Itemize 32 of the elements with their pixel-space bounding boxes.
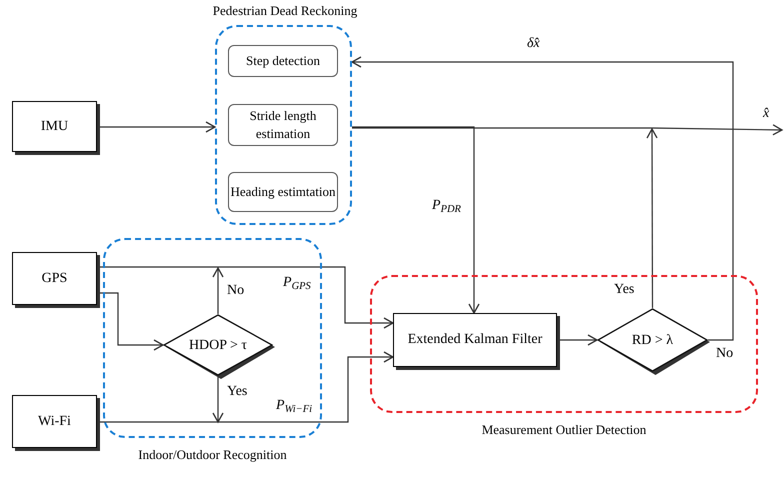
arrow [352, 126, 480, 314]
arrow [97, 351, 394, 423]
process-step-box: Step detection [228, 45, 338, 77]
arrow [352, 124, 783, 136]
arrow [97, 292, 164, 351]
arrow [97, 266, 394, 329]
edge-label: No [227, 283, 244, 299]
process-step-box: Heading estimtation [228, 172, 338, 212]
process-box: IMU [12, 101, 97, 152]
arrow [646, 128, 658, 308]
edge-label: δx̂ [527, 36, 540, 52]
edge-label: Yes [614, 282, 634, 298]
arrow [212, 376, 224, 423]
group-title: Pedestrian Dead Reckoning [212, 3, 358, 19]
arrow [351, 56, 734, 341]
branch-label: No [716, 346, 734, 362]
edge-label: P$_{GPS}$ [283, 275, 311, 291]
decision-diamond: RD > λ [597, 308, 708, 372]
arrow [97, 121, 216, 133]
arrow [212, 267, 224, 314]
group-title: Measurement Outlier Detection [480, 422, 648, 438]
edge-label: P$_{PDR}$ [432, 198, 461, 214]
process-box: Extended Kalman Filter [393, 313, 557, 367]
edge-label: x̂ [763, 106, 770, 122]
arrow [557, 334, 598, 346]
group-title: Indoor/Outdoor Recognition [137, 447, 288, 463]
process-box: GPS [12, 252, 97, 305]
decision-diamond: HDOP > τ [163, 314, 273, 376]
edge-label: Yes [227, 384, 248, 400]
edge-label: P$_{Wi−Fi}$ [276, 398, 312, 414]
process-step-box: Stride length estimation [228, 104, 338, 146]
process-box: Wi-Fi [12, 395, 97, 448]
